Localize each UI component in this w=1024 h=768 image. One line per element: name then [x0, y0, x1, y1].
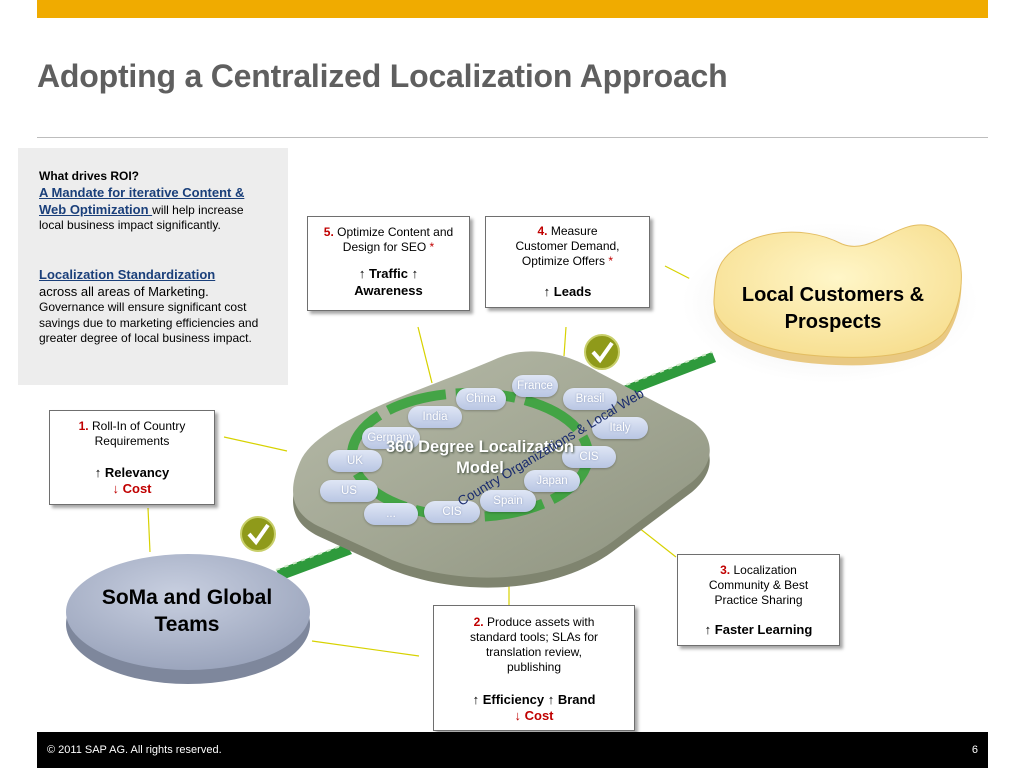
roi-panel: What drives ROI? A Mandate for iterative… — [18, 148, 288, 385]
country-pill-japan: Japan — [524, 470, 580, 492]
step-2-box: 2. Produce assets with standard tools; S… — [433, 605, 635, 731]
step-5-number: 5. — [323, 225, 334, 239]
step-2-number: 2. — [473, 615, 484, 629]
step-5-result-awareness: Awareness — [354, 283, 423, 298]
country-pill-france: France — [512, 375, 558, 397]
roi-mandate-paragraph: A Mandate for iterative Content & Web Op… — [39, 185, 271, 234]
country-pill-cis-2: CIS — [424, 501, 480, 523]
step-1-result-cost: ↓ Cost — [112, 481, 152, 496]
standardization-lead: across all areas of Marketing. — [39, 283, 209, 299]
page-title: Adopting a Centralized Localization Appr… — [37, 58, 728, 94]
country-pill-india: India — [408, 406, 462, 428]
title-divider — [37, 137, 988, 138]
step-5-asterisk: * — [429, 240, 435, 254]
step-2-result-cost: ↓ Cost — [514, 708, 554, 723]
step-3-box: 3. Localization Community & Best Practic… — [677, 554, 840, 646]
step-2-result-efficiency-brand: ↑ Efficiency ↑ Brand — [472, 692, 596, 707]
model-center-label: 360 Degree Localization Model — [386, 438, 574, 477]
copyright-text: © 2011 SAP AG. All rights reserved. — [47, 744, 222, 756]
step-5-box: 5. Optimize Content and Design for SEO *… — [307, 216, 470, 311]
step-4-number: 4. — [537, 224, 548, 238]
country-pill-more: ... — [364, 503, 418, 525]
green-arrow-lower — [275, 543, 352, 580]
mandate-link[interactable]: A Mandate for iterative Content & Web Op… — [39, 185, 245, 217]
step-1-box: 1. Roll-In of Country Requirements ↑ Rel… — [49, 410, 215, 505]
step-4-text: Measure Customer Demand, Optimize Offers — [515, 224, 620, 268]
step-3-number: 3. — [720, 563, 731, 577]
page-number: 6 — [971, 744, 978, 756]
country-pill-italy: Italy — [592, 417, 648, 439]
country-pill-brasil: Brasil — [563, 388, 617, 410]
country-pill-us: US — [320, 480, 378, 502]
checkmark-icon — [240, 516, 276, 552]
country-pill-uk: UK — [328, 450, 382, 472]
country-pill-germany: Germany — [362, 427, 420, 449]
soma-label: SoMa and Global Teams — [101, 586, 273, 636]
country-pill-spain: Spain — [480, 490, 536, 512]
step-4-asterisk: * — [608, 254, 614, 268]
step-3-result-faster-learning: ↑ Faster Learning — [704, 622, 813, 637]
country-pill-cis: CIS — [562, 446, 616, 468]
step-5-text: Optimize Content and Design for SEO — [337, 225, 454, 254]
mandate-text: will help increase local business impact… — [39, 202, 244, 233]
step-3-text: Localization Community & Best Practice S… — [708, 563, 809, 607]
customers-label: Local Customers & Prospects — [741, 284, 925, 333]
step-2-text: Produce assets with standard tools; SLAs… — [469, 615, 599, 674]
standardization-link[interactable]: Localization Standardization — [39, 267, 216, 282]
standardization-text: Governance will ensure significant cost … — [39, 300, 259, 345]
top-accent-bar — [37, 0, 988, 18]
step-1-number: 1. — [78, 419, 89, 433]
roi-standard-paragraph: Localization Standardization across all … — [39, 267, 271, 347]
country-pill-china: China — [456, 388, 506, 410]
step-4-result-leads: ↑ Leads — [543, 284, 592, 299]
roi-question: What drives ROI? — [39, 169, 140, 183]
step-5-result-traffic: ↑ Traffic ↑ — [358, 266, 419, 281]
checkmark-icon — [584, 334, 620, 370]
step-1-text: Roll-In of Country Requirements — [91, 419, 186, 448]
step-4-box: 4. Measure Customer Demand, Optimize Off… — [485, 216, 650, 308]
footer-bar: © 2011 SAP AG. All rights reserved. 6 — [37, 732, 988, 768]
step-1-result-relevancy: ↑ Relevancy — [94, 465, 170, 480]
